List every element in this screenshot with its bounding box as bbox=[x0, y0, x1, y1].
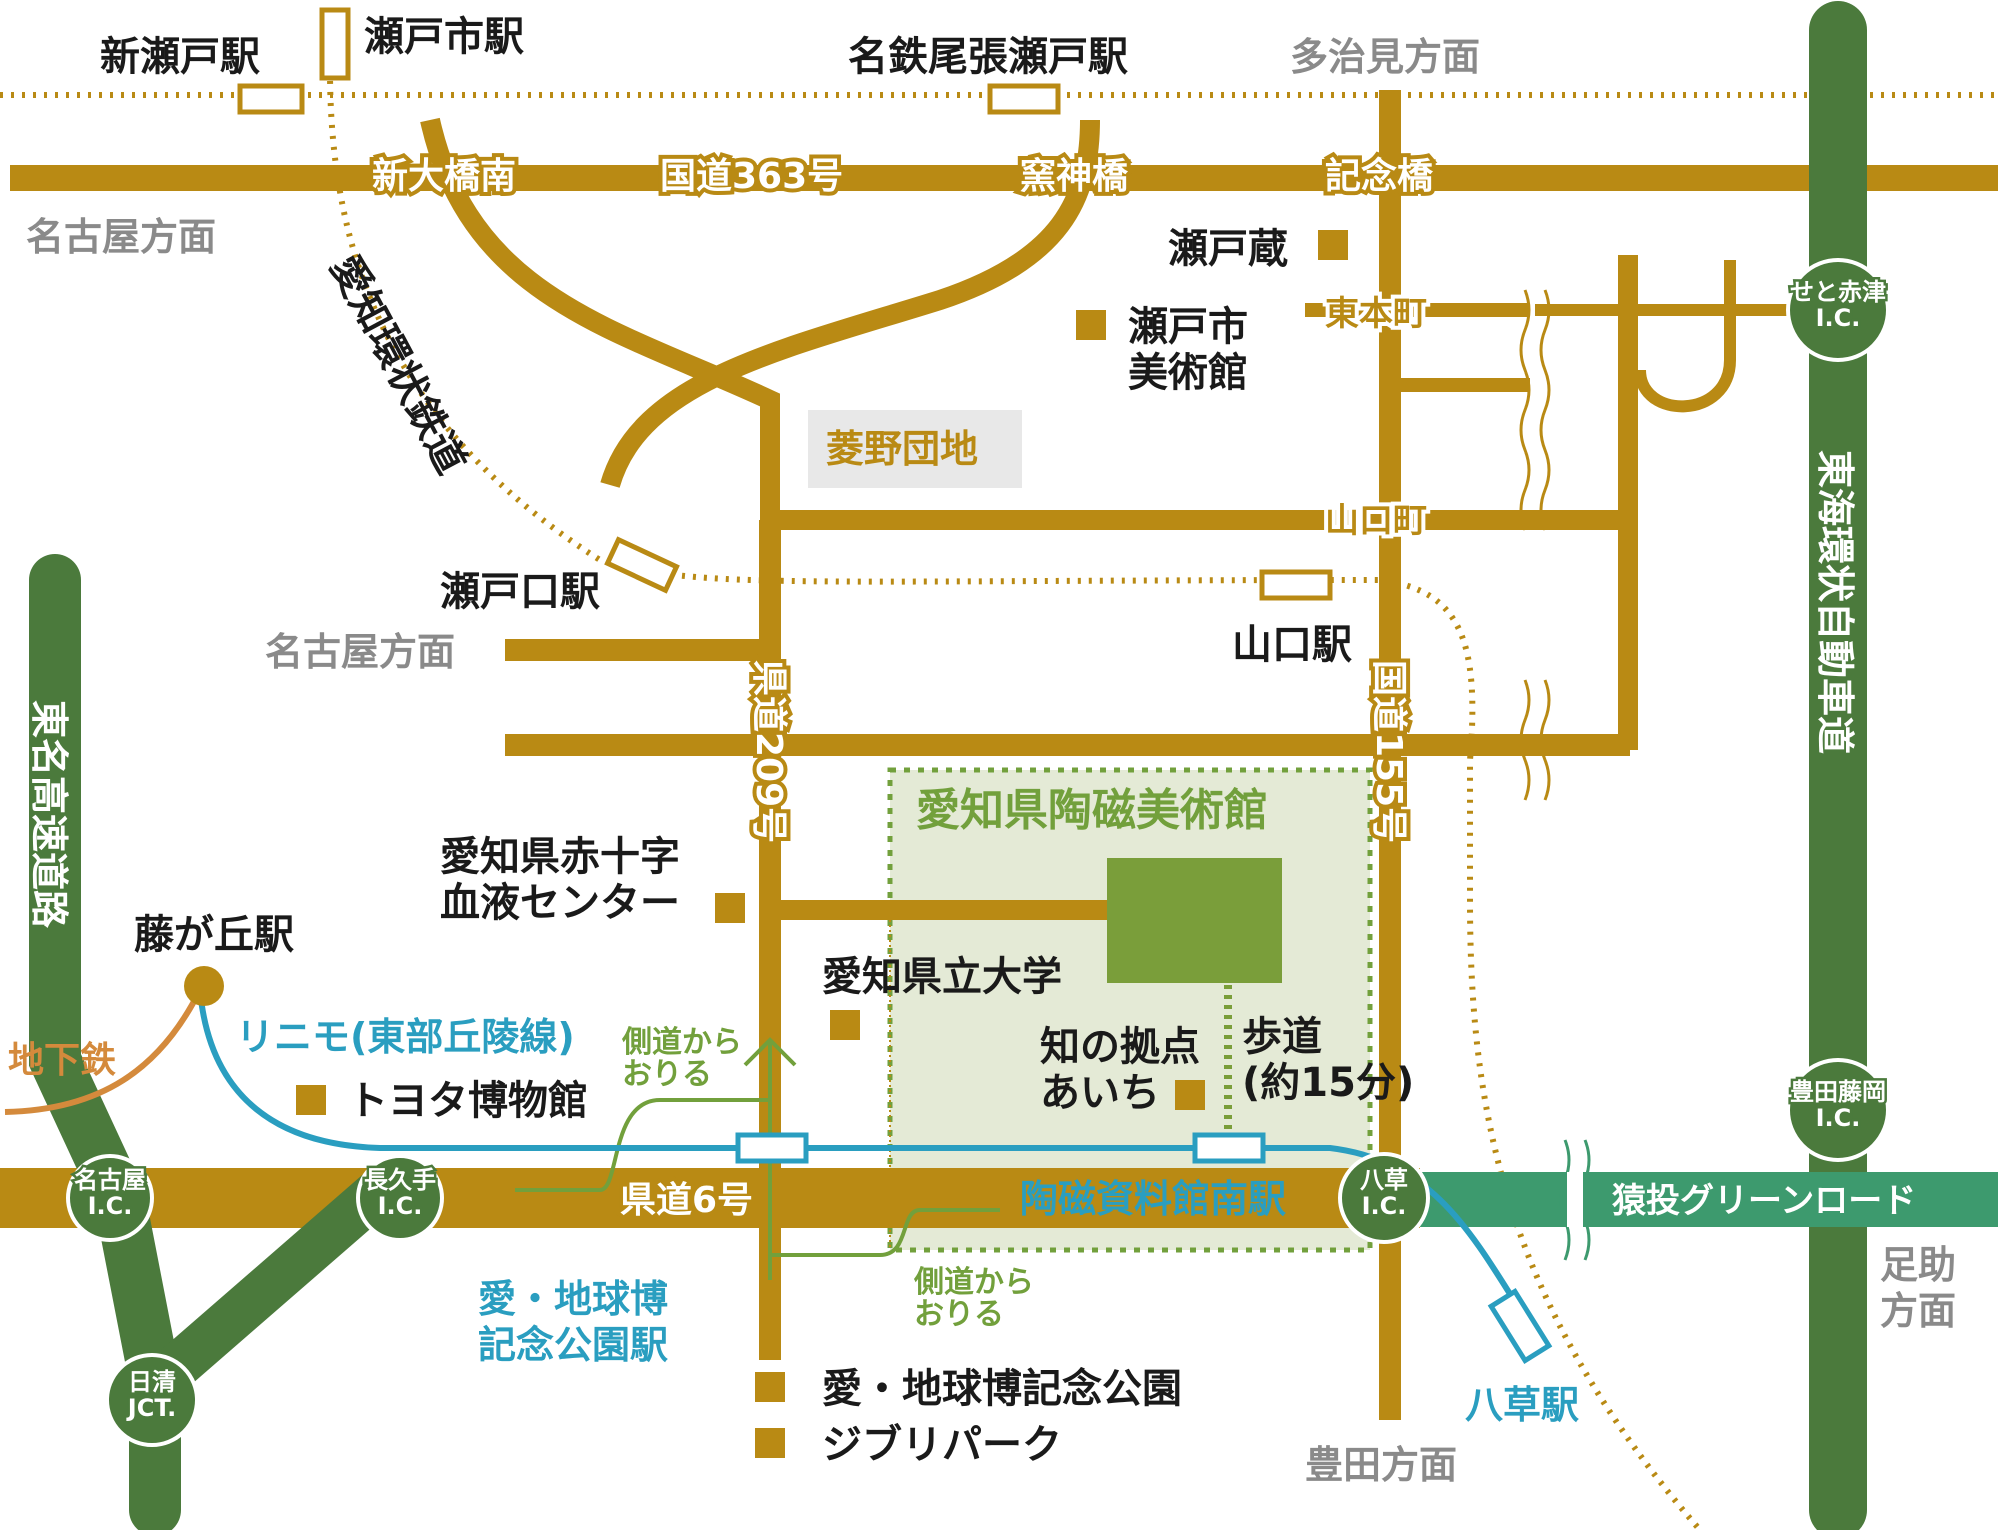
sanage-green-road-label: 猿投グリーンロード bbox=[1612, 1181, 1916, 1221]
yakusa-ic-circle bbox=[1338, 1152, 1430, 1244]
kamagami-bashi-label: 窯神橋 bbox=[1020, 156, 1128, 197]
seto-akazu-road bbox=[1535, 260, 1820, 413]
expo-station-box bbox=[735, 1132, 809, 1164]
tojishiryokan-station-label: 陶磁資料館南駅 bbox=[1020, 1177, 1286, 1221]
expo-park-square bbox=[755, 1372, 785, 1402]
nagoya-ic-circle bbox=[66, 1154, 154, 1242]
station-boxes bbox=[237, 7, 1553, 1365]
aichi-loop-railway-label: 愛知環状鉄道 bbox=[321, 248, 474, 482]
pref6-label: 県道6号 bbox=[620, 1180, 753, 1221]
side-road-path-2 bbox=[770, 1208, 1000, 1257]
chi-no-kyoten-label: 知の拠点あいち bbox=[1040, 1024, 1200, 1116]
aichi-loop-railway bbox=[327, 69, 1703, 1530]
hishino-danchi-bg bbox=[808, 410, 1022, 488]
shinseto-station-label: 新瀬戸駅 bbox=[100, 34, 260, 80]
nisshin-link bbox=[134, 1172, 396, 1408]
red-cross-square bbox=[715, 893, 745, 923]
expo-park-label: 愛・地球博記念公園 bbox=[822, 1366, 1182, 1412]
expo-station-label: 愛・地球博記念公園駅 bbox=[478, 1277, 668, 1367]
route363-label: 国道363号 bbox=[660, 156, 843, 197]
route155-label: 国道155号 bbox=[1368, 660, 1409, 843]
linimo-line bbox=[197, 989, 1523, 1312]
yamaguchi-cho-label: 山口町 bbox=[1325, 501, 1427, 541]
linimo-label: リニモ(東部丘陵線) bbox=[236, 1015, 575, 1059]
toyota-fujioka-ic-circle bbox=[1786, 1058, 1890, 1162]
road-kamagami bbox=[600, 119, 1100, 488]
ghibli-park-label: ジブリパーク bbox=[822, 1422, 1062, 1468]
pref-university-label: 愛知県立大学 bbox=[822, 954, 1062, 1000]
hishino-danchi-label: 菱野団地 bbox=[826, 427, 978, 471]
seto-art-museum-label: 瀬戸市美術館 bbox=[1128, 304, 1248, 396]
yamaguchi-station-label: 山口駅 bbox=[1232, 622, 1352, 668]
setoshi-station-box bbox=[319, 7, 351, 81]
nagoya-direction-top-label: 名古屋方面 bbox=[26, 215, 216, 259]
owari-seto-station-label: 名鉄尾張瀬戸駅 bbox=[848, 34, 1128, 80]
higashi-honmachi-label: 東本町 bbox=[1325, 294, 1427, 334]
owari-seto-station-box bbox=[987, 83, 1061, 115]
tajimi-direction-label: 多治見方面 bbox=[1290, 35, 1480, 79]
seto-art-museum-square bbox=[1076, 310, 1106, 340]
setogura-square bbox=[1318, 230, 1348, 260]
pref-university-square bbox=[830, 1010, 860, 1040]
seto-akazu-ic-circle bbox=[1786, 258, 1890, 362]
break-symbols bbox=[1519, 289, 1551, 801]
side-road-label-1: 側道からおりる bbox=[621, 1025, 742, 1092]
asuke-direction-label: 足助方面 bbox=[1880, 1243, 1956, 1333]
setoguchi-station-label: 瀬戸口駅 bbox=[440, 569, 600, 615]
yakusa-station-label: 八草駅 bbox=[1465, 1383, 1579, 1427]
nagakute-ic-circle bbox=[356, 1154, 444, 1242]
subway-line bbox=[4, 988, 203, 1115]
tokai-kanjo-label: 東海環状自動車道 bbox=[1813, 450, 1857, 754]
ghibli-park-square bbox=[755, 1428, 785, 1458]
yamaguchi-station-box bbox=[1259, 569, 1333, 601]
toyota-direction-label: 豊田方面 bbox=[1305, 1443, 1457, 1487]
setoshi-station-label: 瀬戸市駅 bbox=[364, 14, 524, 60]
museum-building bbox=[1107, 858, 1282, 983]
side-road-label-2: 側道からおりる bbox=[913, 1265, 1034, 1332]
landmark-squares bbox=[296, 230, 1348, 1458]
yakusa-station-box bbox=[1487, 1287, 1553, 1365]
shinseto-station-box bbox=[237, 83, 305, 115]
kinenbashi-label: 記念橋 bbox=[1325, 155, 1433, 197]
ic-circles bbox=[66, 258, 1890, 1447]
tomei-expressway-label: 東名高速道路 bbox=[27, 700, 71, 929]
nisshin-jct-circle bbox=[105, 1353, 199, 1447]
setoguchi-station-box bbox=[604, 536, 680, 594]
red-cross-label: 愛知県赤十字血液センター bbox=[440, 834, 680, 926]
sanage-green-road bbox=[1420, 1172, 1998, 1227]
shinohashi-minami-label: 新大橋南 bbox=[372, 156, 516, 197]
tojishiryokan-station-box bbox=[1192, 1132, 1266, 1164]
setogura-label: 瀬戸蔵 bbox=[1168, 226, 1288, 272]
chi-no-kyoten-square bbox=[1175, 1080, 1205, 1110]
nagoya-direction-mid-label: 名古屋方面 bbox=[265, 630, 455, 674]
subway-label: 地下鉄 bbox=[8, 1040, 116, 1081]
ceramic-museum-label: 愛知県陶磁美術館 bbox=[916, 785, 1268, 836]
toyota-museum-label: トヨタ博物館 bbox=[348, 1078, 588, 1124]
fujigaoka-station-marker bbox=[184, 966, 224, 1006]
fujigaoka-station-label: 藤が丘駅 bbox=[134, 912, 294, 958]
pref209-label: 県道209号 bbox=[748, 660, 789, 843]
walkway-label: 歩道(約15分) bbox=[1242, 1014, 1414, 1106]
toyota-museum-square bbox=[296, 1085, 326, 1115]
